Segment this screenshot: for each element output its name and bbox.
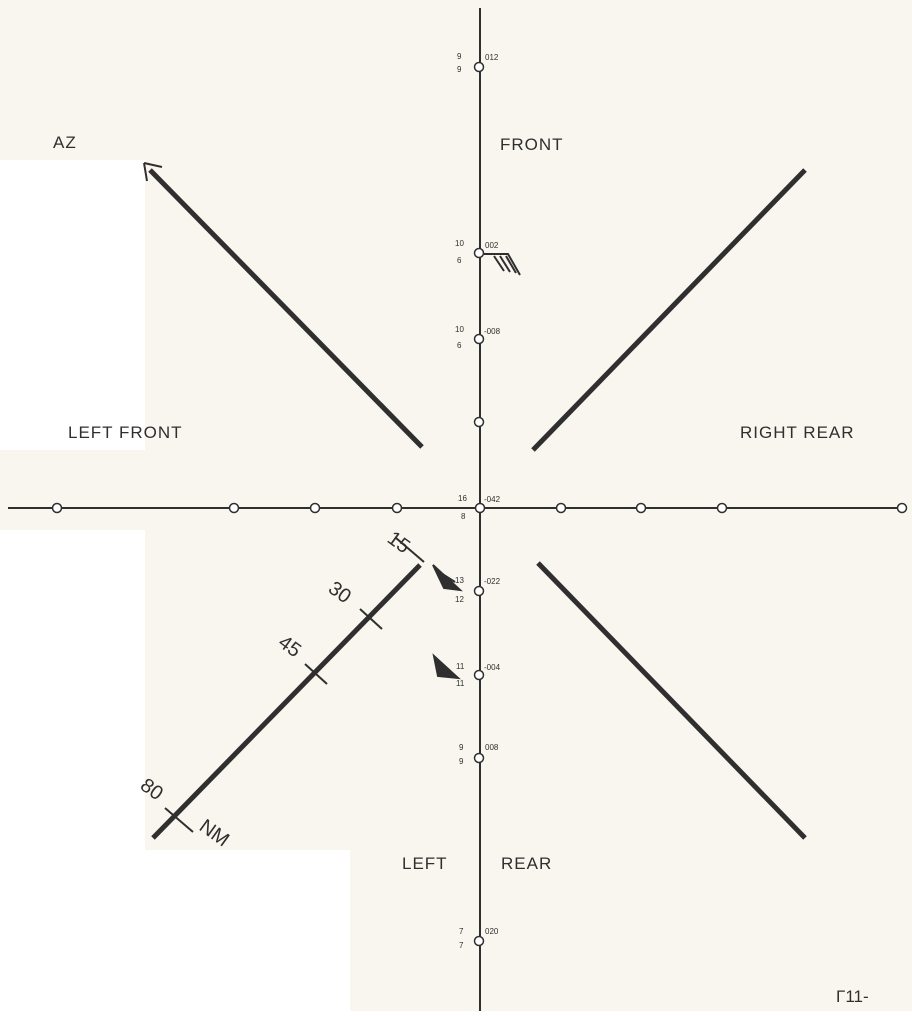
svg-text:11: 11	[456, 662, 465, 671]
svg-text:11: 11	[456, 679, 465, 688]
svg-text:9: 9	[457, 65, 462, 74]
diagonal-lower-right	[536, 561, 807, 840]
svg-text:002: 002	[485, 241, 499, 250]
filled-aircraft-icon-2	[432, 653, 461, 680]
svg-text:8: 8	[461, 512, 466, 521]
svg-text:7: 7	[459, 927, 464, 936]
mark-neg004: 11 11 -004	[456, 662, 501, 688]
svg-text:-008: -008	[484, 327, 501, 336]
range-ticks	[164, 537, 425, 833]
right-rear-label: RIGHT REAR	[740, 423, 855, 442]
svg-text:10: 10	[455, 325, 464, 334]
left-front-label: LEFT FRONT	[68, 423, 183, 442]
mark-020: 7 7 020	[459, 927, 499, 950]
svg-text:6: 6	[457, 256, 462, 265]
diagonal-upper-right	[531, 168, 807, 452]
mark-012: 9 9 012	[457, 52, 499, 74]
hatched-aircraft-icon	[484, 253, 521, 276]
mark-008: 9 9 008	[459, 743, 499, 766]
svg-text:-022: -022	[484, 577, 501, 586]
svg-text:13: 13	[455, 576, 464, 585]
rear-label: REAR	[501, 854, 552, 873]
svg-text:-042: -042	[484, 495, 501, 504]
svg-text:9: 9	[459, 757, 464, 766]
left-label: LEFT	[402, 854, 448, 873]
mark-neg008: 10 6 -008	[455, 325, 501, 350]
svg-text:6: 6	[457, 341, 462, 350]
aircraft-symbols	[432, 253, 521, 680]
mark-neg042: 16 8 -042	[458, 494, 501, 521]
diagonal-upper-left	[148, 168, 424, 449]
svg-text:012: 012	[485, 53, 499, 62]
svg-text:008: 008	[485, 743, 499, 752]
svg-text:12: 12	[455, 595, 464, 604]
svg-text:7: 7	[459, 941, 464, 950]
horizontal-axis-markers	[51, 502, 908, 514]
svg-text:-004: -004	[484, 663, 501, 672]
diagonal-lower-left	[151, 563, 422, 840]
az-arrow-icon	[143, 162, 163, 182]
svg-text:16: 16	[458, 494, 467, 503]
svg-text:9: 9	[457, 52, 462, 61]
svg-text:9: 9	[459, 743, 464, 752]
mark-neg022: 13 12 -022	[455, 576, 501, 604]
svg-text:10: 10	[455, 239, 464, 248]
vertical-axis-markers	[473, 61, 485, 947]
az-label: AZ	[53, 133, 77, 152]
mark-002: 10 6 002	[455, 239, 499, 265]
svg-text:020: 020	[485, 927, 499, 936]
page-mark: Γ11-	[836, 987, 869, 1006]
sector-lines	[148, 168, 807, 840]
front-label: FRONT	[500, 135, 564, 154]
